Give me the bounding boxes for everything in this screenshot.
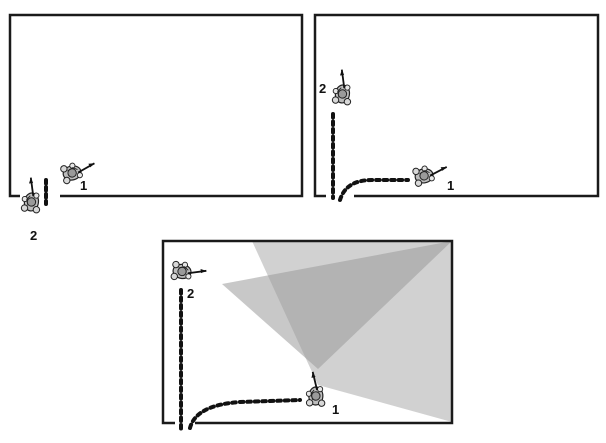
room-wall (161, 239, 454, 425)
panel-top-right: 1 2 (313, 13, 600, 202)
room-wall (313, 13, 600, 198)
panel-bottom: 1 2 (161, 239, 454, 434)
soldier-2 (169, 259, 209, 285)
field-of-fire-soldier-1 (252, 241, 452, 422)
soldier-1-label: 1 (447, 178, 454, 193)
soldier-1-label: 1 (332, 402, 339, 417)
soldier-1-label: 1 (80, 178, 87, 193)
soldier-2-label: 2 (319, 81, 326, 96)
room-wall (8, 13, 304, 198)
soldier-2-label: 2 (30, 228, 37, 243)
soldier-1 (58, 156, 99, 186)
field-of-fire-soldier-2 (222, 241, 452, 369)
soldier-1 (411, 160, 451, 188)
panel-top-left: 1 2 (8, 13, 304, 243)
soldier-2 (19, 175, 45, 215)
entry-path (338, 178, 410, 202)
soldier-2-label: 2 (187, 286, 194, 301)
soldier-2 (330, 67, 356, 107)
entry-path (188, 398, 302, 430)
